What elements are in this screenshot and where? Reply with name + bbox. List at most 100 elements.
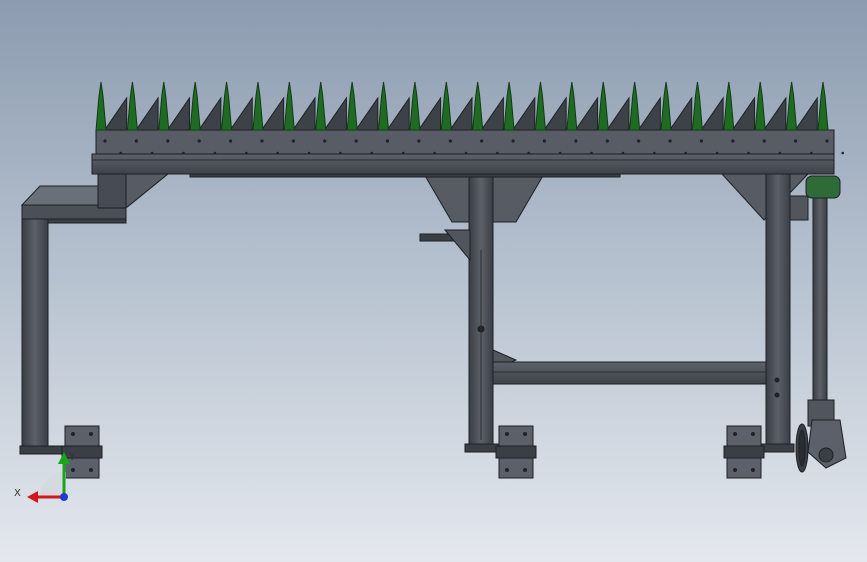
bed-bolt	[841, 151, 844, 155]
bed-bolt	[496, 151, 499, 155]
bearing-flange	[495, 445, 537, 459]
bed-bolt	[417, 139, 421, 143]
bed-bolt	[260, 139, 264, 143]
conveyor-teeth[interactable]	[103, 96, 818, 131]
bed-bolt	[276, 151, 279, 155]
bearing-flange	[723, 445, 765, 459]
bed-bolt	[699, 139, 704, 143]
bed-bolt	[370, 151, 374, 155]
conveyor-tooth	[606, 96, 630, 131]
conveyor-tooth	[197, 96, 222, 131]
conveyor-spike	[660, 81, 672, 131]
bed-bolt	[762, 139, 766, 143]
middle-leg[interactable]	[419, 173, 545, 453]
conveyor-spike	[597, 81, 609, 131]
conveyor-spike	[126, 81, 138, 131]
conveyor-spike	[754, 81, 766, 131]
conveyor-spike	[221, 81, 233, 131]
conveyor-spike	[817, 81, 829, 131]
bed-bolt	[542, 139, 547, 143]
bearing-bolt	[733, 468, 737, 472]
conveyor-spike	[566, 81, 578, 131]
bed-bolt	[307, 151, 311, 155]
bed-bolt	[668, 139, 672, 143]
conveyor-tooth	[323, 96, 347, 131]
bearing-bolt	[505, 432, 509, 436]
bed-bolt	[323, 139, 327, 143]
cross-beam[interactable]	[492, 349, 767, 385]
conveyor-tooth	[794, 96, 818, 131]
y-axis-arrowhead	[58, 452, 70, 464]
bed-bolts	[103, 139, 844, 155]
conveyor-spike	[346, 81, 358, 131]
sprocket[interactable]	[795, 423, 809, 473]
x-axis-arrowhead	[27, 491, 38, 503]
conveyor-tooth	[637, 96, 661, 131]
bed-bolt	[810, 151, 813, 155]
bed-bolt	[715, 151, 719, 155]
bed-bolt	[354, 139, 358, 143]
conveyor-tooth	[417, 96, 442, 131]
bed-bolt	[134, 139, 138, 143]
conveyor-tooth	[511, 96, 536, 131]
conveyor-spike	[786, 81, 798, 131]
bed-bolt	[103, 139, 107, 143]
conveyor-tooth	[292, 96, 316, 131]
conveyor-tooth	[260, 96, 285, 131]
bed-bolt	[182, 151, 185, 155]
bearing-block[interactable]	[61, 425, 103, 479]
bearing-bolt	[71, 468, 75, 472]
conveyor-tooth	[480, 96, 504, 131]
bed-bolt	[339, 151, 342, 155]
conveyor-tooth	[574, 96, 599, 131]
conveyor-bed[interactable]	[91, 129, 835, 178]
bed-bolt	[527, 151, 531, 155]
conveyor-spike	[472, 81, 484, 131]
conveyor-spike	[440, 81, 452, 131]
z-axis-dot	[60, 493, 68, 501]
left-post[interactable]	[97, 171, 170, 210]
conveyor-spike	[503, 81, 515, 131]
conveyor-spike	[95, 81, 107, 131]
bearing-blocks[interactable]	[61, 425, 765, 479]
bearing-bolt	[751, 432, 755, 436]
drive-shaft[interactable]	[805, 175, 847, 469]
bed-bolt	[401, 151, 405, 155]
bed-bolt	[433, 151, 436, 155]
bed-bolt	[778, 151, 782, 155]
bed-bolt	[244, 151, 248, 155]
conveyor-tooth	[229, 96, 253, 131]
bed-bolt	[794, 139, 798, 143]
conveyor-spike	[691, 81, 703, 131]
bed-bolt	[637, 139, 641, 143]
conveyor-spike	[377, 81, 390, 131]
conveyor-tooth	[449, 96, 473, 131]
bearing-bolt	[523, 432, 527, 436]
bed-bolt	[574, 139, 578, 143]
y-axis-label: Y	[68, 452, 76, 463]
conveyor-tooth	[103, 96, 128, 131]
conveyor-spike	[315, 81, 327, 131]
bed-bolt	[684, 151, 688, 155]
bearing-block[interactable]	[495, 425, 537, 479]
bearing-block[interactable]	[723, 425, 765, 479]
bearing-bolt	[89, 432, 93, 436]
bed-bolt	[464, 151, 468, 155]
conveyor-spike	[723, 81, 735, 131]
bed-bolt	[747, 151, 750, 155]
bed-bolt	[605, 139, 609, 143]
bed-bolt	[731, 139, 735, 143]
conveyor-tooth	[166, 96, 190, 131]
conveyor-spikes[interactable]	[95, 81, 829, 131]
conveyor-spike	[283, 81, 295, 131]
x-axis-label: X	[14, 488, 21, 499]
bearing-bolt	[751, 468, 755, 472]
bearing-bolt	[523, 468, 527, 472]
bed-bolt	[825, 139, 829, 143]
bed-bolt	[166, 139, 170, 143]
conveyor-tooth	[354, 96, 379, 131]
bearing-flange	[61, 445, 103, 459]
